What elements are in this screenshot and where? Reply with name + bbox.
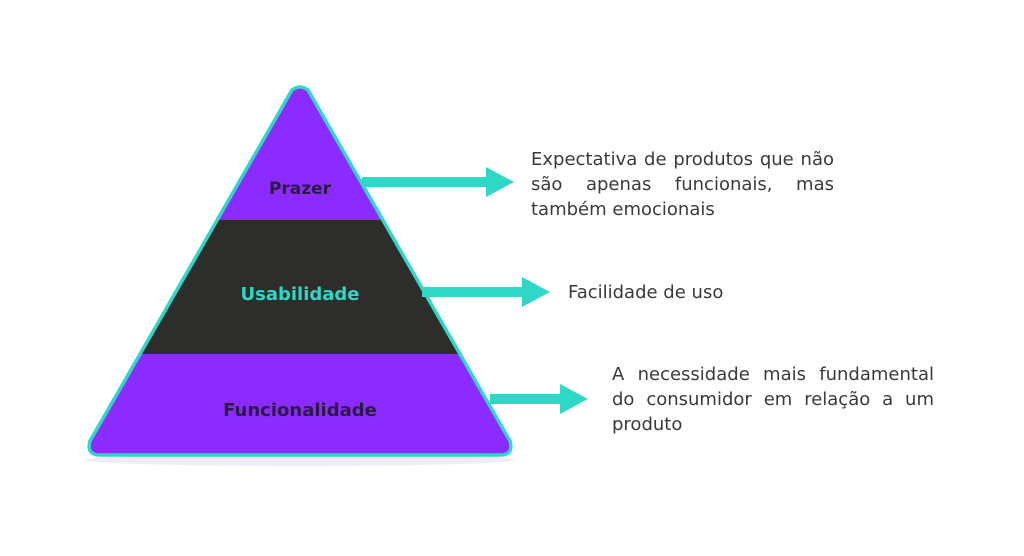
band-bottom <box>89 354 511 455</box>
pyramid-outline <box>87 85 513 457</box>
label-funcionalidade: Funcionalidade <box>223 400 377 421</box>
label-prazer: Prazer <box>269 179 332 199</box>
description-usabilidade: Facilidade de uso <box>568 282 724 303</box>
arrow-prazer <box>362 167 514 197</box>
label-usabilidade: Usabilidade <box>241 284 360 305</box>
description-prazer: Expectativa de produtos que não são apen… <box>531 149 834 220</box>
description-funcionalidade: A necessidade mais fundamental do consum… <box>612 364 934 435</box>
band-top <box>89 87 511 220</box>
arrow-funcionalidade <box>490 384 588 414</box>
pyramid-shadow <box>85 454 515 466</box>
arrow-usabilidade <box>422 277 550 307</box>
